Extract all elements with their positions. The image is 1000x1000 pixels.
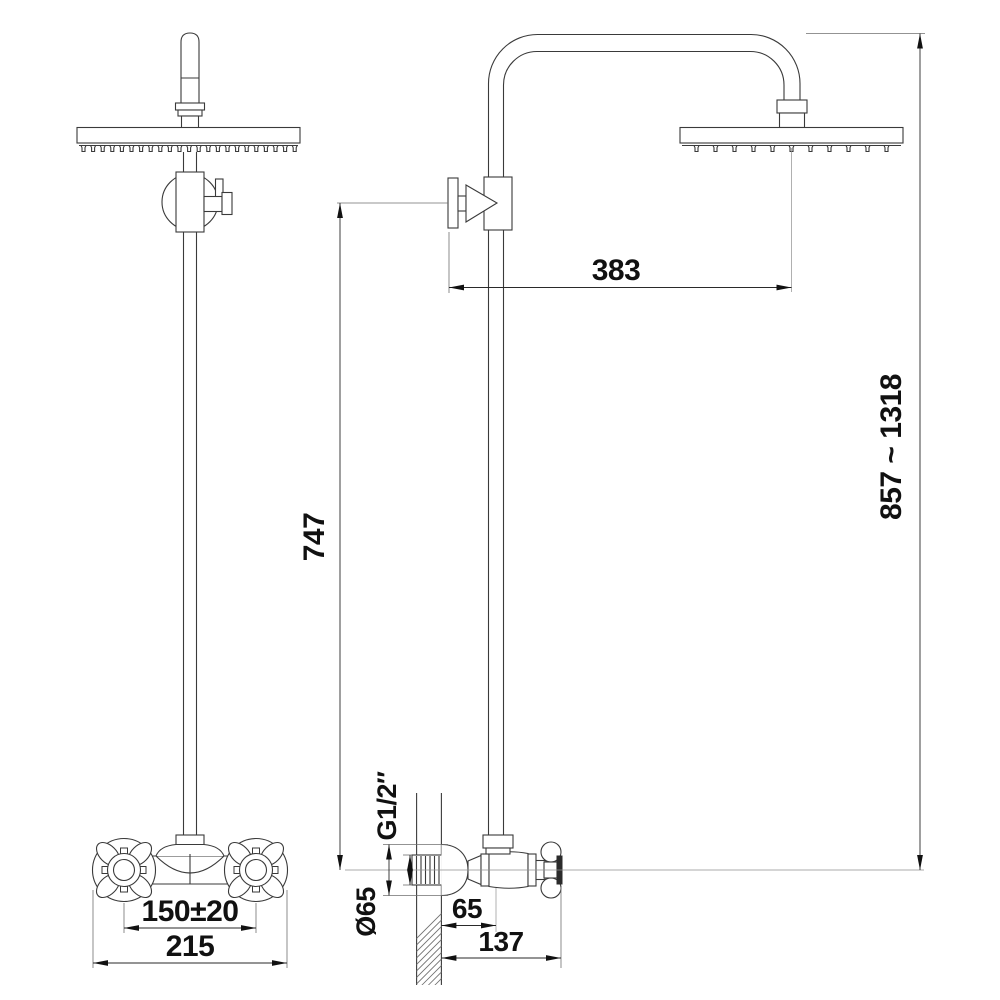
dim-wall-to-handle-end: 137	[441, 887, 562, 968]
dim-label-thread: G1/2″	[372, 771, 402, 841]
mixer-valve-front	[91, 834, 289, 903]
riser-pipe-front	[182, 152, 198, 835]
nozzle-row-front	[80, 145, 298, 153]
diverter	[161, 171, 233, 233]
side-view	[345, 33, 924, 985]
riser-pipe-side	[487, 230, 505, 835]
gooseneck-arm	[487, 33, 808, 177]
wall-hatch	[416, 793, 442, 985]
dim-total-height-range: 857 ~ 1318	[806, 33, 925, 870]
arm-connector-nut	[776, 99, 808, 114]
dim-thread: G1/2″	[372, 771, 413, 886]
dim-label-137: 137	[478, 926, 523, 957]
cross-handle-right	[223, 837, 289, 903]
dim-body-width: 215	[92, 890, 288, 968]
cross-handle-left	[91, 837, 157, 903]
shower-head-front	[76, 126, 301, 153]
dim-arm-reach: 383	[448, 232, 792, 293]
dim-label-215: 215	[166, 930, 215, 963]
mixer-valve-side	[345, 834, 924, 932]
dim-label-150: 150±20	[142, 895, 239, 928]
dim-label-383: 383	[592, 254, 641, 287]
dim-label-857-1318: 857 ~ 1318	[875, 374, 908, 520]
dim-handle-centers: 150±20	[123, 895, 257, 933]
dim-label-flange: Ø65	[351, 887, 381, 937]
dim-wall-to-riser: 65	[441, 893, 496, 929]
dim-label-65: 65	[452, 893, 482, 924]
bracket-cone	[465, 184, 499, 223]
wall-bracket	[447, 176, 513, 231]
pipe-top-cap	[174, 32, 206, 129]
valve-center-bell	[155, 843, 225, 857]
dim-flange-diameter: Ø65	[351, 844, 448, 937]
front-view: 150±20 215	[76, 32, 301, 968]
nozzle-row-side	[693, 145, 890, 153]
dim-label-747: 747	[298, 513, 331, 562]
shower-head-side	[679, 126, 904, 292]
dim-column-height: 747	[298, 202, 448, 870]
wall-section	[416, 793, 442, 985]
